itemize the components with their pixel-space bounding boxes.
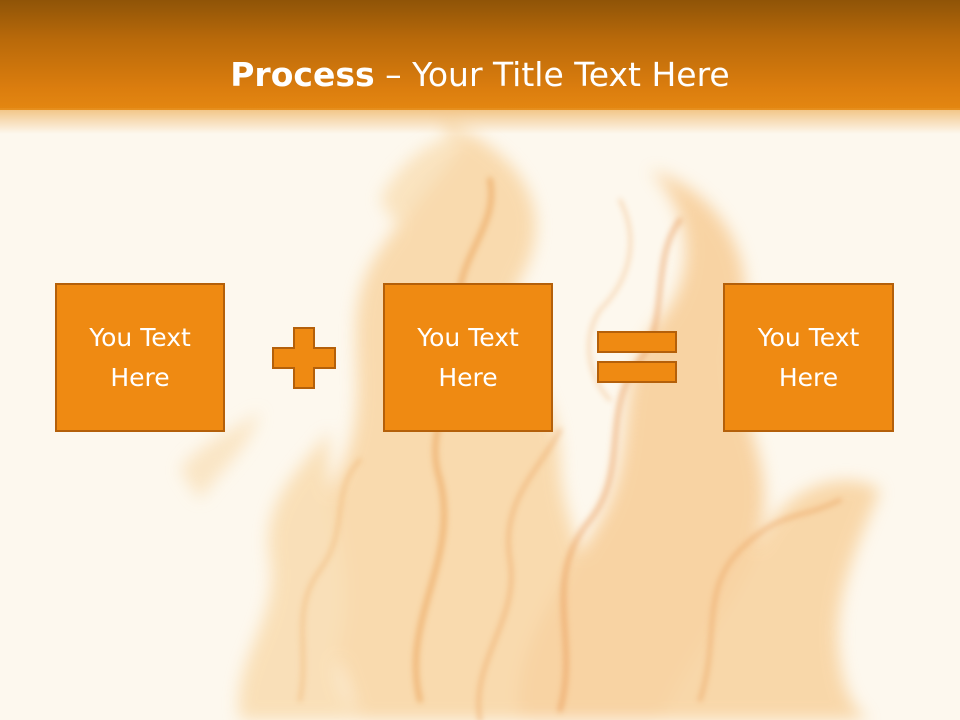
title-band xyxy=(0,0,960,110)
title-band-fade xyxy=(0,108,960,134)
process-step-box-1: You Text Here xyxy=(55,283,225,432)
slide-title-bold: Process xyxy=(230,55,375,94)
slide-title: Process – Your Title Text Here xyxy=(0,50,960,100)
equals-icon xyxy=(597,331,677,383)
process-step-label-2: You Text Here xyxy=(417,322,519,392)
process-step-box-2: You Text Here xyxy=(383,283,553,432)
process-step-label-1: You Text Here xyxy=(89,322,191,392)
process-step-label-3: You Text Here xyxy=(757,322,860,392)
process-step-box-3: You Text Here xyxy=(723,283,894,432)
slide-title-rest: – Your Title Text Here xyxy=(374,55,730,94)
plus-icon xyxy=(272,327,336,389)
